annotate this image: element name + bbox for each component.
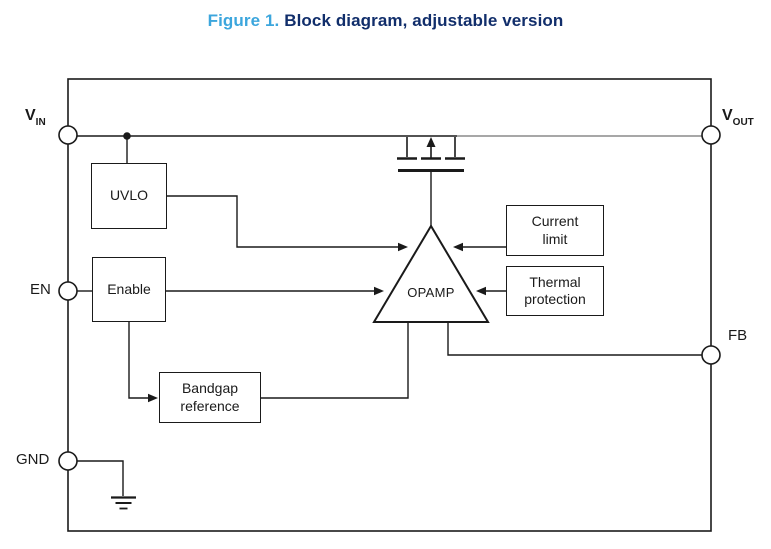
figure-number: Figure 1. <box>207 11 280 30</box>
pin-vout-base: V <box>722 107 733 124</box>
block-thermal-label-line1: Thermal <box>529 273 581 290</box>
pin-label-gnd: GND <box>16 451 50 468</box>
pin-vout <box>701 125 721 145</box>
wire-enable-to-bandgap <box>128 322 149 399</box>
block-thermal-protection: Thermal protection <box>506 266 604 316</box>
arrow-currentlimit-icon <box>453 242 463 252</box>
pin-gnd <box>58 451 78 471</box>
wire-gnd <box>77 460 124 496</box>
pin-label-vin: VIN <box>25 107 46 129</box>
block-bandgap-reference: Bandgap reference <box>159 372 261 423</box>
block-uvlo-label: UVLO <box>109 187 149 204</box>
block-bandgap-label-line2: reference <box>180 397 240 414</box>
wire-opamp-to-fb <box>447 322 702 356</box>
chip-boundary <box>67 78 712 532</box>
pin-vout-sub: OUT <box>732 117 754 129</box>
wire-bandgap-to-opamp <box>261 322 409 399</box>
pin-en <box>58 281 78 301</box>
pmos-pass-transistor-icon <box>397 137 465 172</box>
block-enable: Enable <box>92 257 166 322</box>
arrow-uvlo-icon <box>398 242 408 252</box>
block-thermal-label-line2: protection <box>524 291 586 307</box>
block-bandgap-label-line1: Bandgap <box>181 380 239 396</box>
pin-vin <box>58 125 78 145</box>
figure-caption: Block diagram, adjustable version <box>284 11 564 30</box>
block-current-limit: Current limit <box>506 205 604 256</box>
figure-title: Figure 1. Block diagram, adjustable vers… <box>0 11 771 31</box>
pin-fb <box>701 345 721 365</box>
block-uvlo: UVLO <box>91 163 167 229</box>
wires <box>77 135 702 496</box>
pin-label-vout: VOUT <box>722 107 754 129</box>
pin-vin-base: V <box>25 107 36 124</box>
opamp-triangle <box>372 224 490 323</box>
arrow-thermal-icon <box>476 286 486 296</box>
pin-label-fb: FB <box>728 327 748 344</box>
ground-symbol-icon <box>111 496 136 510</box>
block-current-limit-label-line2: limit <box>542 230 568 247</box>
arrowheads <box>148 242 486 403</box>
block-enable-label: Enable <box>107 280 151 297</box>
junction-dot <box>123 132 131 140</box>
wire-uvlo-to-opamp <box>167 195 399 248</box>
pin-label-en: EN <box>30 281 51 298</box>
pin-vin-sub: IN <box>35 117 46 129</box>
arrow-enable-icon <box>374 286 384 296</box>
arrow-bandgap-icon <box>148 393 158 403</box>
pin-circles <box>58 125 721 471</box>
block-current-limit-label-line1: Current <box>531 213 579 229</box>
opamp-label: OPAMP <box>407 285 455 300</box>
